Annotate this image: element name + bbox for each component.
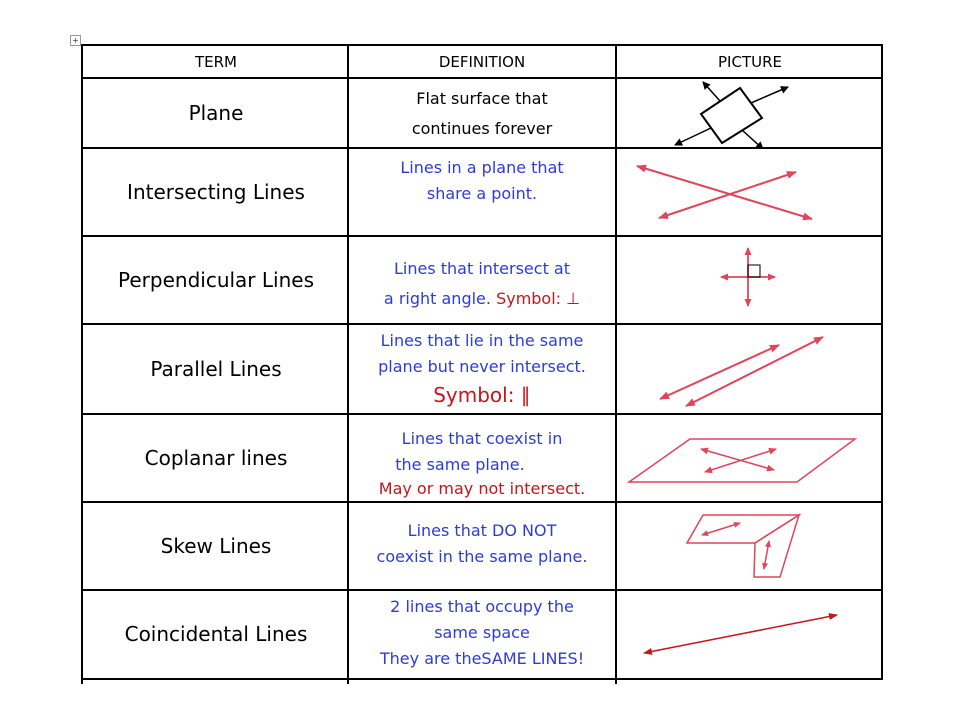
definition-note: May or may not intersect. [378, 479, 586, 498]
term-coplanar-lines: Coplanar lines [144, 446, 288, 470]
definition-line-with-symbol: a right angle. Symbol: ⊥ [349, 286, 615, 312]
definition-line: Lines that coexist in [401, 429, 563, 448]
table-border-top [81, 44, 883, 46]
term-coincidental-lines: Coincidental Lines [124, 622, 308, 646]
header-picture: PICTURE [718, 53, 782, 71]
definition-plane: Flat surface that continues forever [349, 86, 615, 142]
row-divider [81, 413, 883, 415]
skew-lines-icon [617, 503, 883, 589]
definition-line: share a point. [426, 184, 538, 203]
row-divider [81, 77, 883, 79]
definition-parallel-lines: Lines that lie in the same plane but nev… [349, 328, 615, 408]
definition-coplanar-lines: Lines that coexist in the same plane. Ma… [349, 426, 615, 502]
geometry-terms-table: TERM DEFINITION PICTURE Plane Flat surfa… [81, 44, 883, 684]
parallel-symbol: Symbol: ∥ [433, 383, 531, 407]
perpendicular-lines-icon [617, 237, 883, 323]
definition-line: Lines that intersect at [393, 259, 571, 278]
table-divider-1 [347, 44, 349, 684]
header-term: TERM [194, 53, 237, 71]
coincidental-lines-icon [617, 591, 883, 678]
row-divider [81, 323, 883, 325]
definition-line: Lines in a plane that [400, 158, 564, 177]
definition-line: the same plane. [395, 455, 525, 474]
header-definition: DEFINITION [438, 53, 526, 71]
definition-line: plane but never intersect. [378, 357, 586, 376]
definition-line: coexist in the same plane. [376, 547, 588, 566]
definition-line: Lines that DO NOT [407, 521, 557, 540]
definition-intersecting-lines: Lines in a plane that share a point. [349, 155, 615, 207]
definition-perpendicular-lines: Lines that intersect at a right angle. S… [349, 256, 615, 312]
table-border-left [81, 44, 83, 684]
definition-line: Lines that lie in the same [380, 331, 584, 350]
row-divider [81, 589, 883, 591]
row-divider [81, 501, 883, 503]
definition-skew-lines: Lines that DO NOT coexist in the same pl… [349, 518, 615, 570]
definition-line: Flat surface that [416, 89, 548, 108]
definition-line: 2 lines that occupy the [390, 597, 574, 616]
plane-with-arrows-icon [617, 79, 883, 147]
coplanar-lines-icon [617, 415, 883, 501]
term-plane: Plane [188, 101, 244, 125]
intersecting-lines-icon [617, 149, 883, 235]
row-divider [81, 235, 883, 237]
perpendicular-symbol: Symbol: ⊥ [496, 289, 581, 308]
term-intersecting-lines: Intersecting Lines [127, 180, 305, 204]
anchor-marker: + [70, 35, 81, 46]
definition-line: a right angle. [383, 289, 491, 308]
definition-coincidental-lines: 2 lines that occupy the same space They … [349, 594, 615, 672]
row-divider [81, 147, 883, 149]
parallel-lines-icon [617, 325, 883, 413]
definition-line: same space [434, 623, 530, 642]
term-skew-lines: Skew Lines [160, 534, 272, 558]
term-perpendicular-lines: Perpendicular Lines [118, 268, 314, 292]
term-parallel-lines: Parallel Lines [150, 357, 282, 381]
definition-line: continues forever [411, 119, 553, 138]
table-divider-2 [615, 44, 617, 684]
table-border-right [881, 44, 883, 680]
table-border-bottom [81, 678, 883, 680]
definition-line: They are theSAME LINES! [379, 649, 585, 668]
